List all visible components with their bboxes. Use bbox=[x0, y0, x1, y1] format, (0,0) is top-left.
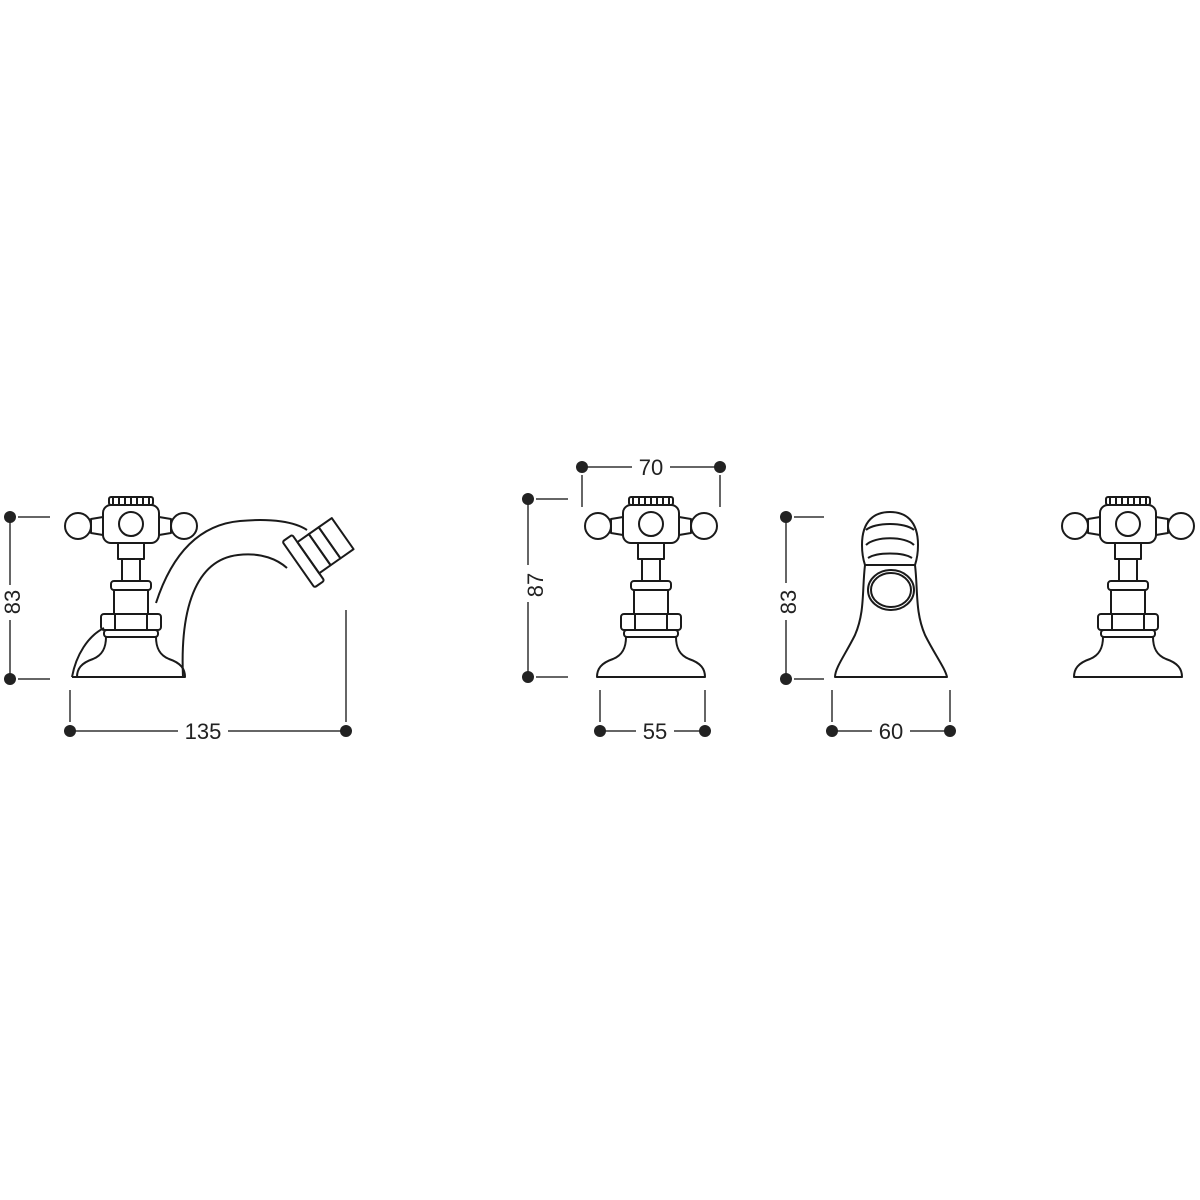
dimension-label: 60 bbox=[879, 719, 903, 744]
bidet-mixer-drawing bbox=[64, 496, 355, 678]
dimension-valve-base: 55 bbox=[594, 690, 711, 744]
dimension-label: 55 bbox=[643, 719, 667, 744]
dimension-label: 83 bbox=[0, 590, 25, 614]
dimension-valve-height: 87 bbox=[522, 493, 568, 683]
dimension-bidet-height: 83 bbox=[0, 511, 50, 685]
valve-drawing-right bbox=[1061, 496, 1195, 678]
dimension-label: 70 bbox=[639, 455, 663, 480]
dimension-label: 83 bbox=[776, 590, 801, 614]
dimension-handle-width: 70 bbox=[576, 455, 726, 507]
dimension-label: 87 bbox=[523, 573, 548, 597]
valve-drawing bbox=[584, 496, 718, 678]
dimension-bidet-length: 135 bbox=[64, 610, 352, 744]
dimension-label: 135 bbox=[185, 719, 222, 744]
dimension-spout-base: 60 bbox=[826, 690, 956, 744]
spout-drawing bbox=[834, 511, 948, 678]
dimension-spout-height: 83 bbox=[776, 511, 824, 685]
